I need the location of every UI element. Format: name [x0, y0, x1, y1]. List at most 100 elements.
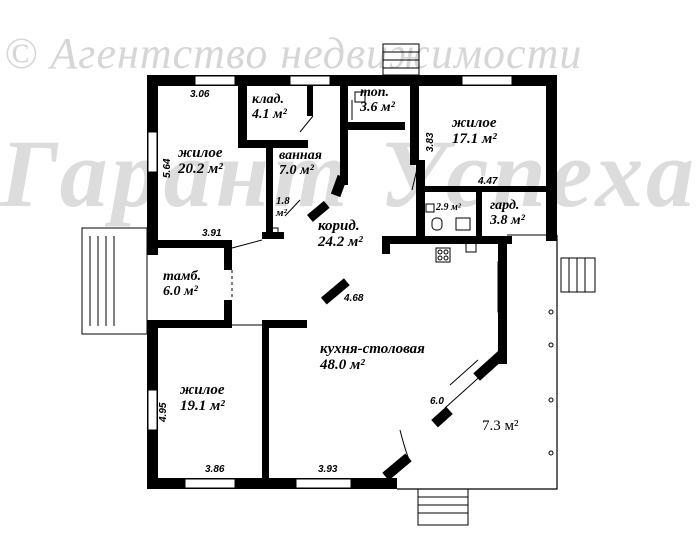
dim-391: 3.91	[202, 228, 222, 239]
wall-kitchen-diag1	[473, 349, 507, 381]
window-top-3	[461, 75, 513, 86]
room-name: клад.	[252, 92, 285, 107]
room-name: гард.	[490, 198, 520, 213]
room-area: 6.0 м²	[163, 283, 198, 299]
wall-right-upper	[546, 75, 557, 235]
wall-boiler-bottom	[345, 122, 405, 130]
door-ne	[411, 164, 419, 191]
room-area: 4.1 м²	[252, 106, 287, 122]
room-small-wc: 1.8 м²	[276, 195, 290, 219]
room-living-sw: жилое 19.1 м²	[180, 382, 225, 415]
room-name: жилое	[178, 145, 223, 161]
room-boiler: топ. 3.6 м²	[360, 85, 395, 115]
window-left-1	[147, 131, 158, 173]
room-area: м²	[276, 206, 287, 219]
window-bottom-1	[184, 478, 236, 489]
room-area: 17.1 м²	[452, 130, 497, 147]
steps-left	[81, 227, 148, 335]
room-storage: клад. 4.1 м²	[252, 92, 287, 122]
door-terrace	[399, 429, 411, 463]
wall-vest-top	[147, 240, 232, 248]
window-diag	[444, 359, 486, 409]
small-sq	[425, 203, 435, 213]
door-storage	[299, 115, 314, 133]
window-top-1	[194, 75, 236, 86]
basin	[455, 217, 471, 231]
steps-right	[560, 257, 596, 293]
room-area: 2.9 м²	[436, 202, 461, 213]
window-bottom-2	[295, 478, 352, 489]
steps-bottom	[417, 488, 469, 526]
wall-bath-diag	[330, 174, 348, 198]
dim-306: 3.06	[190, 89, 210, 100]
wall-boiler-right	[410, 75, 419, 165]
wall-ward-mid	[476, 186, 482, 236]
dim-468: 4.68	[344, 293, 364, 304]
wall-kitchen-east	[498, 236, 507, 364]
room-kitchen: кухня-столовая 48.0 м²	[320, 341, 425, 374]
stove	[435, 247, 451, 263]
room-bathroom: ванная 7.0 м²	[279, 148, 322, 178]
room-vestibule: тамб. 6.0 м²	[163, 269, 201, 299]
dim-386: 3.86	[205, 464, 225, 475]
room-name: 1.8	[276, 195, 290, 207]
wall-vest-right-lower	[224, 300, 232, 325]
room-name: ванная	[279, 148, 322, 163]
room-terrace: 7.3 м²	[482, 418, 519, 435]
wall-top	[147, 75, 557, 86]
wall-bath-left	[266, 140, 273, 235]
door-corridor	[231, 239, 263, 249]
wall-sw-right	[262, 325, 269, 485]
wall-storage-right	[307, 86, 313, 116]
room-name: жилое	[180, 382, 225, 398]
dim-495: 4.95	[158, 402, 169, 422]
room-area: 48.0 м²	[320, 356, 365, 373]
interior-walls	[147, 75, 557, 485]
wall-corridor-corner	[382, 236, 390, 254]
room-name: кухня-столовая	[320, 341, 425, 357]
wall-storage-left	[238, 75, 247, 147]
window-left-2	[147, 389, 158, 431]
room-name: топ.	[360, 85, 389, 100]
wall-ward-top	[422, 186, 547, 192]
wall-sw-top	[262, 320, 307, 328]
room-name: корид.	[318, 218, 360, 234]
room-area: 19.1 м²	[180, 397, 225, 414]
wall-kitchen-diag2	[431, 406, 453, 428]
dim-60: 6.0	[430, 396, 444, 407]
room-corridor: корид. 24.2 м²	[318, 218, 363, 251]
fixtures	[269, 91, 554, 456]
toilet	[431, 217, 443, 231]
wall-vest-right	[224, 240, 232, 270]
wall-kitchen-diag3	[382, 453, 412, 481]
room-name: тамб.	[163, 269, 201, 284]
wall-ne-right-lower	[546, 186, 557, 241]
dim-447: 4.47	[478, 176, 498, 187]
room-living-nw: жилое 20.2 м²	[178, 145, 223, 178]
room-area: 3.6 м²	[360, 99, 395, 115]
wall-ne-lower	[416, 160, 425, 240]
wall-bottom-left	[147, 478, 397, 489]
wall-corridor-diag2	[320, 278, 350, 305]
sink	[465, 241, 477, 253]
room-area: 7.3 м²	[482, 418, 519, 434]
room-living-ne: жилое 17.1 м²	[452, 115, 497, 148]
door-bath	[284, 199, 301, 217]
boiler-unit	[354, 91, 366, 103]
room-small-29: 2.9 м²	[436, 202, 461, 214]
dim-564: 5.64	[162, 158, 173, 178]
wall-corridor-diag1	[307, 200, 330, 222]
room-wardrobe: гард. 3.8 м²	[490, 198, 525, 228]
room-area: 20.2 м²	[178, 160, 223, 177]
room-area: 3.8 м²	[490, 212, 525, 228]
dim-383: 3.83	[425, 132, 436, 152]
window-top-2	[289, 75, 331, 86]
wall-corridor-top	[384, 236, 512, 244]
room-area: 24.2 м²	[318, 233, 363, 250]
steps	[81, 43, 596, 526]
dim-393: 3.93	[318, 464, 338, 475]
room-name: жилое	[452, 115, 497, 131]
wall-bath-right	[340, 75, 348, 185]
room-area: 7.0 м²	[279, 162, 314, 178]
